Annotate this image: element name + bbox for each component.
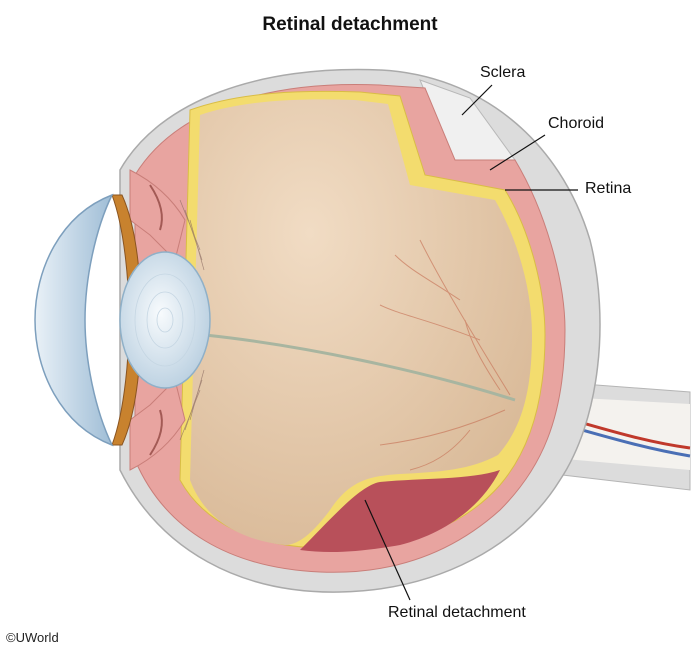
sclera-leader [461,84,493,116]
hyaloid-canal [204,333,516,402]
label-retina: Retina [585,180,632,197]
copyright: ©UWorld [6,630,59,645]
subretinal-fluid [300,470,500,553]
label-choroid: Choroid [548,115,605,132]
choroid-leader [489,134,546,171]
label-sclera: Sclera [480,64,526,81]
zonule-fibers [179,199,205,441]
label-retinal-detachment: Retinal detachment [388,604,526,621]
lens-rings [134,273,196,367]
diagram-title: Retinal detachment [262,14,438,35]
retinal-detachment-leader [364,499,411,601]
cornea [34,193,114,447]
vitreous-body [190,99,532,545]
lens [119,251,211,389]
ciliary-body [129,169,186,471]
retinal-vessels [379,239,511,471]
